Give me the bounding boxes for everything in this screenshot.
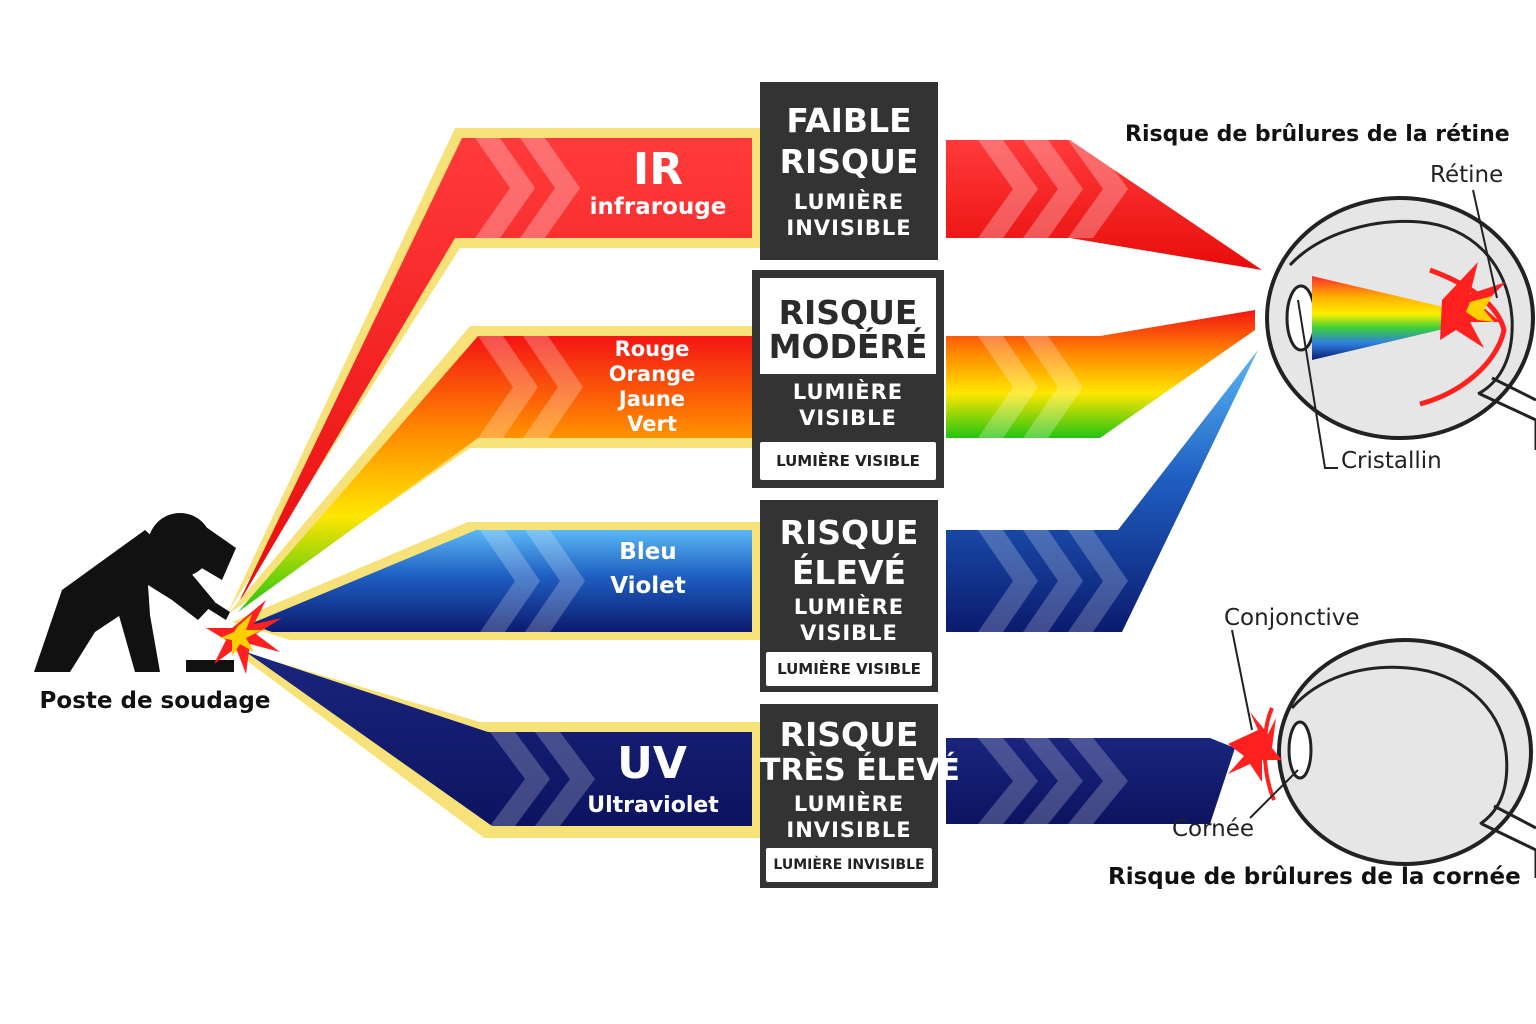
lens-label: Cristallin: [1341, 448, 1442, 474]
blue-band-ray: [250, 530, 752, 632]
ir-band: [228, 128, 1262, 612]
faible-head1: FAIBLE: [786, 101, 912, 140]
risk-box-faible: [760, 82, 938, 260]
conjunctiva-label: Conjonctive: [1224, 605, 1360, 631]
welding-spark-icon: [206, 600, 282, 674]
ir-band-ray: [236, 138, 752, 608]
retina-risk-heading: Risque de brûlures de la rétine: [1125, 122, 1510, 147]
modere-tag: LUMIÈRE VISIBLE: [760, 442, 936, 480]
visible-line-orange: Orange: [608, 362, 696, 386]
ir-title: IR: [632, 144, 684, 195]
visible-line-yellow: Jaune: [618, 387, 686, 411]
eye-retina-diagram: [1265, 189, 1536, 469]
uv-chevrons: [490, 732, 1128, 826]
eleve-sub1: LUMIÈRE: [793, 595, 905, 619]
faible-sub2: INVISIBLE: [786, 216, 912, 240]
uv-band-exit: [946, 738, 1235, 824]
tres-eleve-tag: LUMIÈRE INVISIBLE: [766, 848, 932, 882]
risk-box-modere: [752, 270, 944, 488]
visible-band-ray: [238, 336, 752, 612]
faible-head2: RISQUE: [779, 142, 919, 181]
blue-band: [232, 350, 1258, 640]
uv-band: [230, 648, 1235, 838]
tres-eleve-sub1: LUMIÈRE: [793, 792, 905, 816]
tres-eleve-head1: RISQUE: [779, 715, 919, 754]
retina-label: Rétine: [1430, 162, 1504, 188]
cornea-risk-heading: Risque de brûlures de la cornée: [1108, 864, 1521, 890]
eleve-sub2: VISIBLE: [800, 621, 898, 645]
eye-cornea-diagram: [1228, 629, 1536, 878]
visible-line-red: Rouge: [614, 337, 690, 361]
uv-title: UV: [617, 738, 687, 789]
ir-subtitle: infrarouge: [589, 194, 727, 220]
welder-icon: [34, 513, 236, 672]
modere-sub1: LUMIÈRE: [792, 380, 904, 404]
visible-band-exit: [946, 310, 1255, 438]
blue-band-exit: [946, 350, 1258, 632]
ir-band-exit: [946, 140, 1262, 270]
tres-eleve-sub2: INVISIBLE: [786, 818, 912, 842]
cornea-label: Cornée: [1172, 816, 1255, 842]
cornea-burn-icon: [1228, 712, 1282, 782]
eleve-head2: ÉLEVÉ: [791, 553, 907, 592]
visible-band: [228, 310, 1255, 614]
uv-subtitle: Ultraviolet: [587, 793, 719, 818]
blue-line-violet: Violet: [610, 573, 686, 599]
visible-chevrons: [478, 336, 1083, 438]
blue-line-bleu: Bleu: [619, 539, 677, 565]
blue-chevrons: [480, 530, 1128, 632]
eleve-tag: LUMIÈRE VISIBLE: [766, 652, 932, 686]
uv-band-ray: [246, 652, 752, 826]
faible-sub1: LUMIÈRE: [793, 190, 905, 214]
eleve-head1: RISQUE: [779, 513, 919, 552]
modere-head1: RISQUE: [778, 293, 918, 332]
visible-line-green: Vert: [627, 412, 677, 436]
modere-head2: MODÉRÉ: [768, 327, 928, 366]
tres-eleve-head2: TRÈS ÉLEVÉ: [760, 753, 960, 788]
modere-sub2: VISIBLE: [799, 406, 897, 430]
source-label: Poste de soudage: [39, 688, 271, 714]
ir-chevrons: [475, 138, 1128, 238]
